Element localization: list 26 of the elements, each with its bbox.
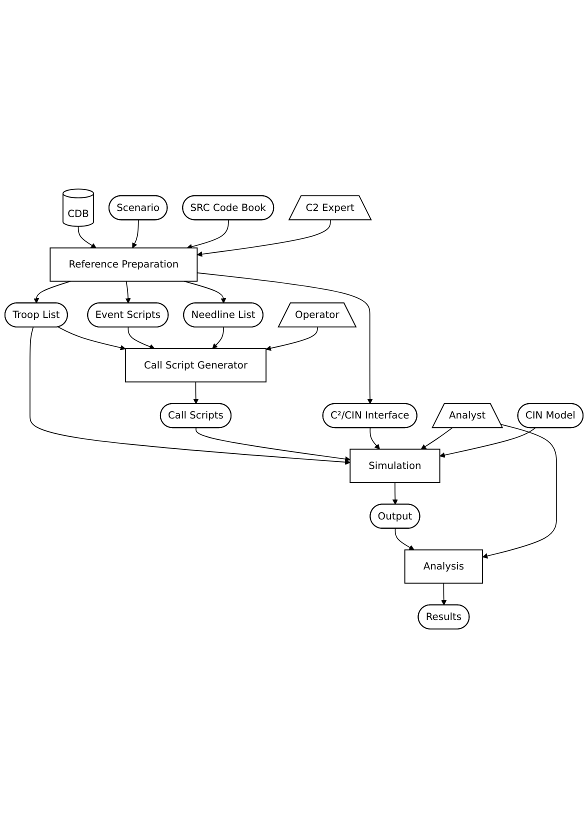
arrow bbox=[370, 428, 380, 450]
arrow bbox=[392, 482, 398, 505]
arrow bbox=[196, 272, 373, 404]
arrow bbox=[394, 528, 414, 550]
arrow bbox=[482, 424, 557, 559]
node-box: Simulation bbox=[350, 448, 440, 484]
arrow bbox=[132, 220, 139, 248]
arrow bbox=[212, 326, 224, 349]
node-box: Call Script Generator bbox=[124, 348, 266, 382]
arrow bbox=[441, 582, 447, 606]
arrow bbox=[58, 326, 126, 350]
arrow bbox=[34, 280, 71, 304]
arrow bbox=[193, 382, 199, 404]
arrow bbox=[196, 428, 350, 462]
arrow bbox=[184, 280, 226, 304]
node-box: Reference Preparation bbox=[50, 247, 198, 282]
arrow bbox=[128, 326, 155, 350]
node-box: Analysis bbox=[404, 549, 484, 584]
arrow bbox=[420, 428, 453, 450]
arrow bbox=[266, 326, 318, 351]
arrow bbox=[440, 428, 536, 458]
arrow bbox=[196, 220, 331, 257]
arrow bbox=[125, 280, 131, 304]
arrow bbox=[186, 220, 229, 250]
arrow bbox=[78, 226, 96, 248]
arrow bbox=[30, 326, 350, 465]
